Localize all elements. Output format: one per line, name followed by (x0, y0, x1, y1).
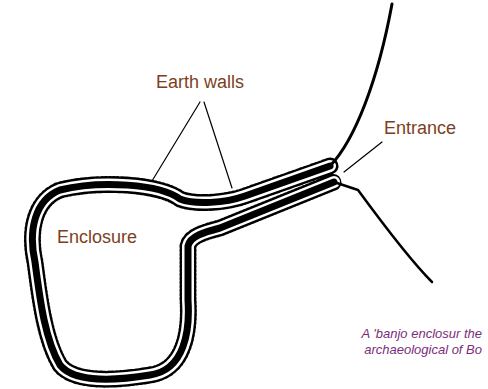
earth-walls (32, 166, 334, 379)
track-line (334, 182, 432, 282)
part-label: Earth walls (156, 72, 244, 93)
track-line (330, 4, 392, 166)
enclosure-area: Enclosure (45, 205, 183, 365)
wall-ground (32, 166, 334, 379)
wall-hatching (32, 166, 334, 379)
part-label: Entrance (384, 118, 456, 139)
figure-caption: A 'banjo enclosur the archaeological of … (360, 326, 482, 358)
leader-line (204, 102, 232, 188)
wall-line (32, 166, 334, 379)
area-label: Enclosure (57, 227, 137, 248)
leader-line (152, 102, 200, 181)
leader-line (344, 142, 382, 172)
